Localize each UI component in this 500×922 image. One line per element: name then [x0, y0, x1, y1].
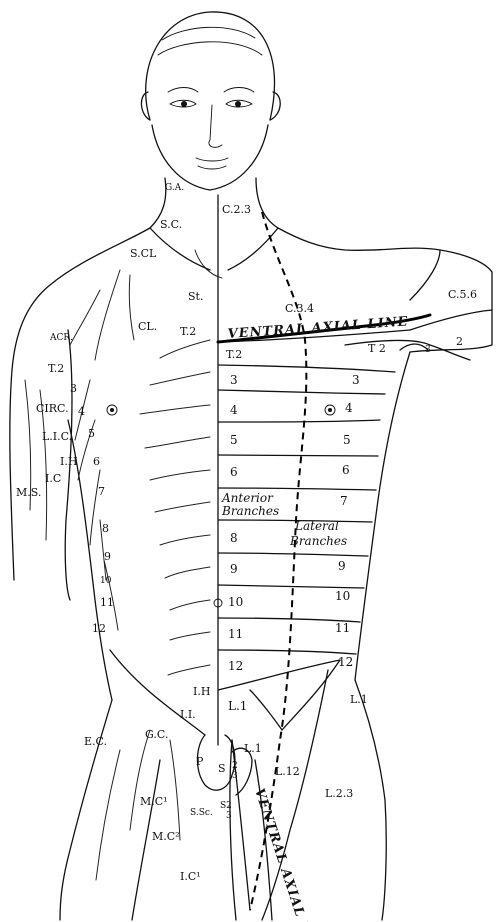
label-left-4: 4	[78, 405, 85, 418]
label-ii: I.I.	[180, 708, 196, 721]
label-st: St.	[188, 290, 203, 303]
label-r4-lat: 4	[345, 401, 353, 415]
label-s23-b: 3	[226, 811, 232, 821]
label-ec: E.C.	[84, 735, 107, 748]
label-left-7: 7	[98, 485, 105, 498]
label-mc2: M.C²	[152, 830, 180, 843]
label-r12-lat: 12	[338, 655, 353, 669]
label-left-10: 10	[100, 576, 112, 586]
label-scl: S.CL	[130, 247, 157, 260]
label-s23-a: S2	[220, 801, 232, 811]
label-r5: 5	[230, 433, 238, 447]
label-left-11: 11	[100, 596, 114, 609]
label-ic1: I.C¹	[180, 870, 201, 883]
label-r9: 9	[230, 562, 238, 576]
label-r9-lat: 9	[338, 559, 346, 573]
label-t2-center: T.2	[180, 325, 196, 338]
head-outline	[140, 11, 281, 191]
label-left-6: 6	[93, 455, 100, 468]
label-arm-2: 2	[456, 335, 463, 348]
label-s2-small: 2	[232, 761, 238, 771]
dashed-line	[249, 211, 308, 911]
nerve-branches	[24, 269, 211, 881]
label-l23: L.2.3	[325, 787, 353, 800]
label-c56: C.5.6	[448, 288, 477, 301]
label-lic: L.I.C.	[42, 430, 72, 443]
label-s1: S	[218, 762, 226, 775]
label-left-9: 9	[104, 550, 111, 563]
label-r5-lat: 5	[343, 433, 351, 447]
label-c34: C.3.4	[285, 302, 314, 315]
label-ssc: S.Sc.	[190, 808, 213, 818]
label-ventral-axial-line: VENTRAL AXIAL LINE	[227, 314, 409, 342]
label-r4: 4	[230, 403, 238, 417]
label-c23: C.2.3	[222, 203, 251, 216]
label-r3-lat: 3	[352, 373, 360, 387]
label-mc1: M.C¹	[140, 795, 168, 808]
label-ih-lower: I.H	[193, 685, 210, 698]
ventral-axial-line	[216, 313, 432, 344]
label-cl: CL.	[138, 320, 157, 333]
label-r10: 10	[228, 595, 243, 609]
label-l1: L.1	[228, 699, 247, 713]
label-left-3: 3	[70, 382, 77, 395]
label-acr: ACR.	[49, 333, 73, 343]
labels: G.A. S.C. S.CL St. ACR. CL. T.2 T.2 3 CI…	[16, 183, 477, 922]
dermatome-bands	[217, 249, 493, 691]
label-left-5: 5	[88, 427, 95, 440]
label-sc: S.C.	[160, 218, 182, 231]
label-r6: 6	[230, 465, 238, 479]
label-l12: L.12	[275, 765, 300, 778]
label-circ: CIRC.	[36, 402, 69, 415]
label-t2-right: T 2	[368, 342, 386, 355]
label-l1-lat: L.1	[350, 693, 368, 706]
label-l1-lower: L.1	[244, 742, 262, 755]
label-ih-upper: I.H	[60, 455, 77, 468]
label-r3: 3	[230, 373, 238, 387]
label-p: P	[196, 755, 204, 768]
label-t2-left: T.2	[48, 362, 64, 375]
body-outline	[9, 177, 493, 921]
label-r6-lat: 6	[342, 463, 350, 477]
label-r11-lat: 11	[335, 621, 350, 635]
label-ga: G.A.	[165, 183, 184, 193]
label-r7-lat: 7	[340, 494, 348, 508]
label-s2-small-b: 3	[232, 771, 238, 781]
landmarks	[106, 404, 336, 608]
label-lateral-branches-2: Branches	[289, 534, 347, 548]
label-arm-3: 3	[425, 345, 431, 355]
label-t2: T.2	[226, 348, 242, 361]
label-r11: 11	[228, 627, 243, 641]
label-lateral-branches-1: Lateral	[294, 519, 339, 533]
label-r8: 8	[230, 531, 238, 545]
label-ms: M.S.	[16, 486, 41, 499]
label-gc: G.C.	[145, 728, 168, 741]
label-r12: 12	[228, 659, 243, 673]
label-left-8: 8	[102, 522, 109, 535]
label-left-12: 12	[92, 622, 106, 635]
label-ic: I.C	[45, 472, 61, 485]
genital-outline	[196, 734, 253, 796]
label-anterior-branches-2: Branches	[221, 504, 279, 518]
label-r10-lat: 10	[335, 589, 350, 603]
label-anterior-branches-1: Anterior	[221, 491, 274, 505]
